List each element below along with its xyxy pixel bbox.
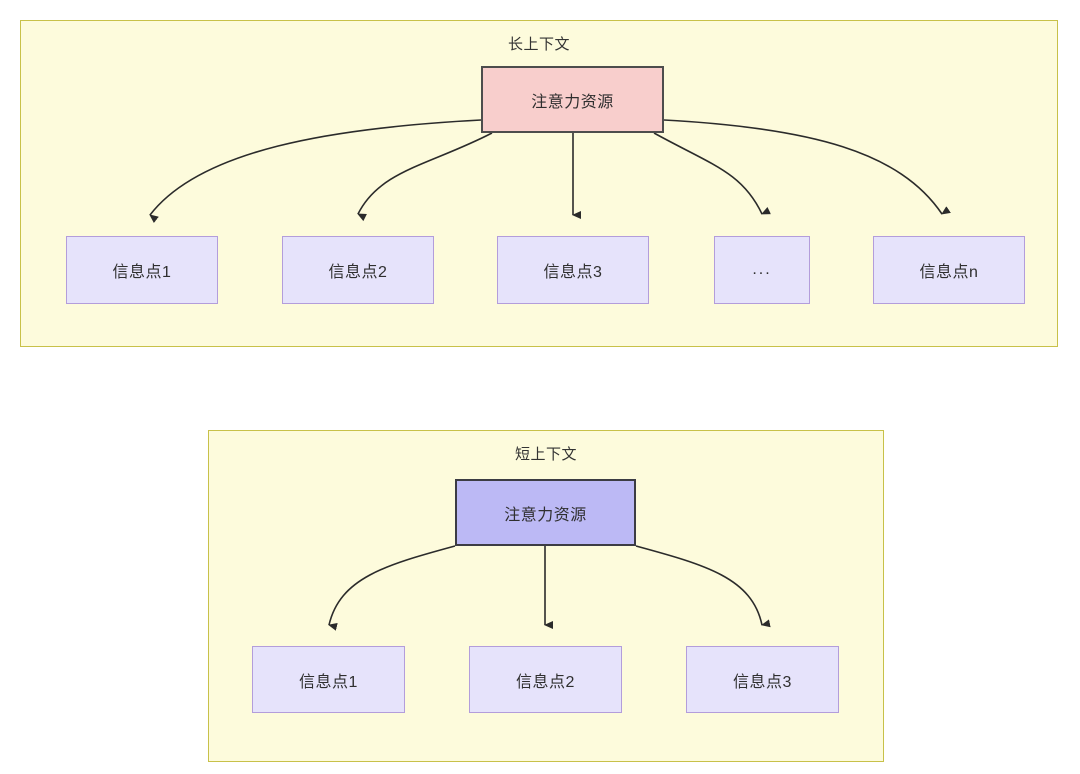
node-info-point-n-long-label: 信息点n xyxy=(919,264,979,281)
edge-attention-to-info-ellipsis xyxy=(653,132,771,215)
node-attention-resource-long[interactable]: 注意力资源 xyxy=(481,66,664,133)
node-info-point-ellipsis-long[interactable]: ... xyxy=(714,236,810,304)
node-info-point-3-short-label: 信息点3 xyxy=(733,673,792,691)
node-info-point-1-long-label: 信息点1 xyxy=(112,264,172,281)
node-info-point-2-short-label: 信息点2 xyxy=(516,673,575,691)
node-attention-resource-long-label: 注意力资源 xyxy=(531,93,614,111)
node-info-point-2-long[interactable]: 信息点2 xyxy=(282,236,434,304)
edge-attention-short-to-info-3 xyxy=(635,545,771,628)
node-info-point-ellipsis-long-label: ... xyxy=(752,261,772,278)
node-attention-resource-short-label: 注意力资源 xyxy=(504,506,587,524)
node-attention-resource-short[interactable]: 注意力资源 xyxy=(455,479,636,546)
node-info-point-3-long-label: 信息点3 xyxy=(543,264,603,281)
node-info-point-1-long[interactable]: 信息点1 xyxy=(66,236,218,304)
edge-attention-short-to-info-1 xyxy=(328,545,456,631)
node-info-point-3-long[interactable]: 信息点3 xyxy=(497,236,649,304)
node-info-point-3-short[interactable]: 信息点3 xyxy=(686,646,839,713)
node-info-point-n-long[interactable]: 信息点n xyxy=(873,236,1025,304)
panel-short-context-title: 短上下文 xyxy=(514,446,577,463)
edge-attention-to-info-n xyxy=(663,119,951,215)
node-info-point-1-short[interactable]: 信息点1 xyxy=(252,646,405,713)
panel-long-context-title: 长上下文 xyxy=(507,36,570,53)
node-info-point-2-long-label: 信息点2 xyxy=(328,264,388,281)
node-info-point-1-short-label: 信息点1 xyxy=(299,673,358,691)
node-info-point-2-short[interactable]: 信息点2 xyxy=(469,646,622,713)
edge-attention-to-info-2 xyxy=(357,132,493,222)
edge-attention-to-info-1 xyxy=(149,119,482,224)
